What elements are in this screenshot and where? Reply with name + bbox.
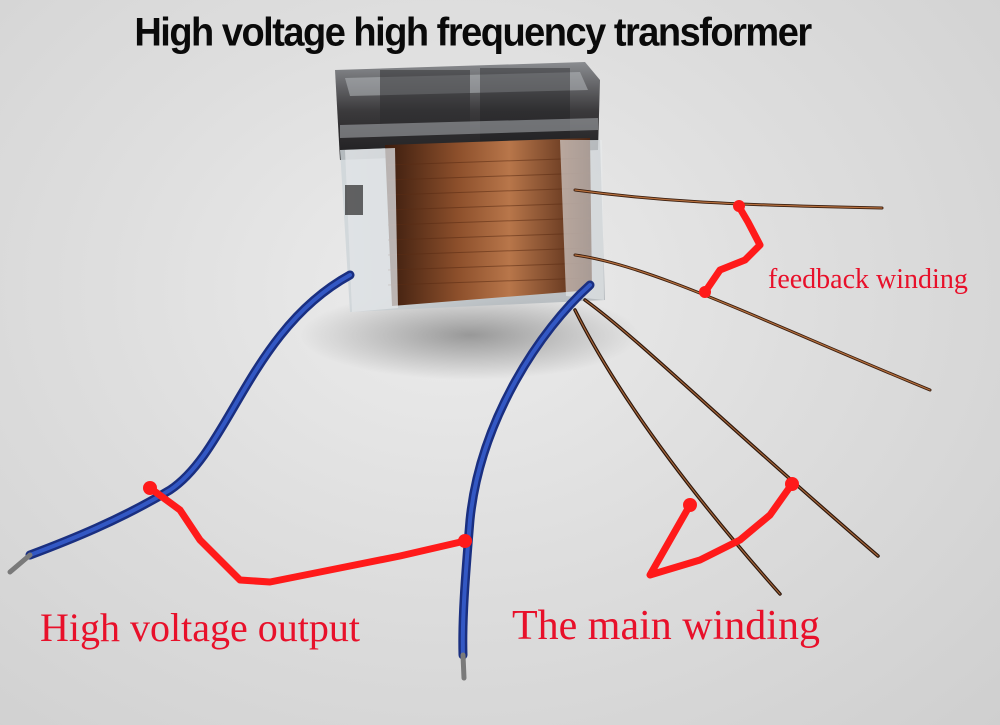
blue-wires	[7, 270, 595, 681]
hv-bracket	[146, 484, 469, 586]
annotation-marks	[146, 201, 796, 586]
main-bracket	[646, 480, 796, 579]
bobbin-coil	[340, 138, 605, 312]
feedback-winding-label: feedback winding	[768, 264, 968, 295]
high-voltage-output-label: High voltage output	[40, 605, 360, 650]
annotation-dots	[143, 200, 799, 548]
transformer-shadow	[300, 290, 640, 380]
main-winding-label: The main winding	[512, 603, 820, 649]
copper-wires	[573, 188, 932, 596]
image-title: High voltage high frequency transformer	[134, 10, 812, 56]
ferrite-core	[335, 62, 600, 160]
feedback-bracket	[701, 201, 764, 296]
